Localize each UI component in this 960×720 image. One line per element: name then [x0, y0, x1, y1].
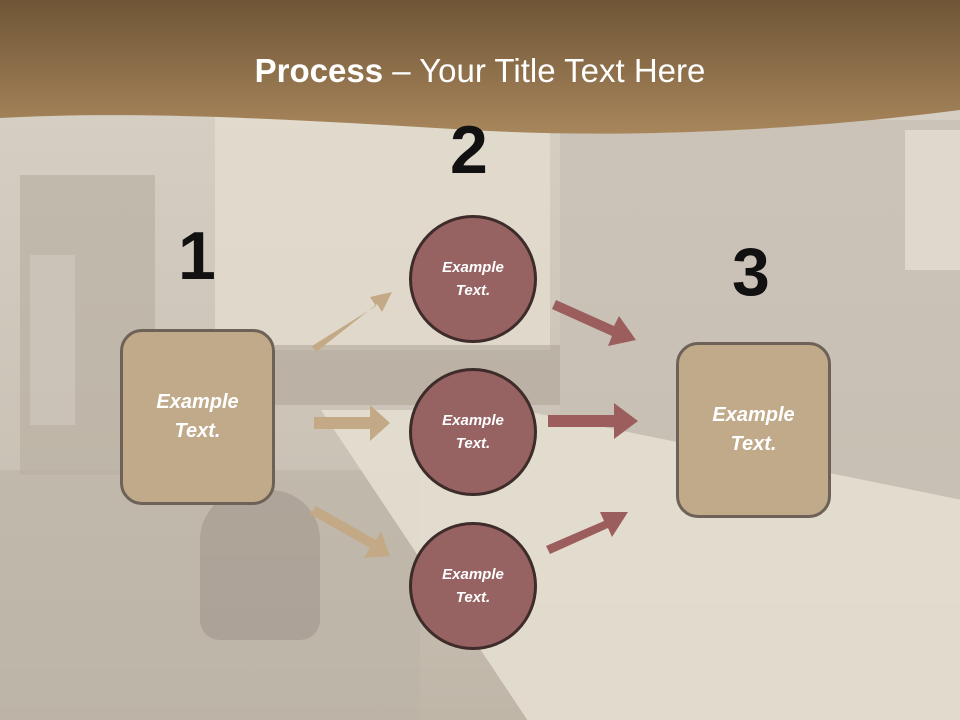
- left-box-text: Example Text.: [156, 391, 239, 442]
- arrow-to-circle-3: [310, 506, 390, 558]
- header-band: [0, 0, 960, 134]
- circle-2: Example Text.: [409, 368, 537, 496]
- left-box: Example Text.: [120, 329, 275, 505]
- arrow-from-circle-1: [552, 300, 636, 346]
- step-number-1: 1: [178, 218, 216, 294]
- background-whiteboard: [905, 130, 960, 270]
- circle-3: Example Text.: [409, 522, 537, 650]
- slide-title: Process – Your Title Text Here: [0, 52, 960, 90]
- step-number-3: 3: [732, 234, 770, 310]
- arrow-to-circle-2: [314, 405, 390, 441]
- right-box: Example Text.: [676, 342, 831, 518]
- title-rest: – Your Title Text Here: [383, 52, 706, 89]
- background-cabinet: [30, 255, 75, 425]
- background-chair: [200, 490, 320, 640]
- circle-1: Example Text.: [409, 215, 537, 343]
- step-number-2: 2: [450, 112, 488, 188]
- arrow-to-circle-1: [312, 292, 392, 352]
- title-bold: Process: [254, 52, 384, 89]
- arrow-from-circle-2: [548, 403, 638, 439]
- right-box-text: Example Text.: [712, 404, 795, 455]
- circle-3-text: Example Text.: [442, 566, 504, 606]
- circle-2-text: Example Text.: [442, 412, 504, 452]
- circle-1-text: Example Text.: [442, 259, 504, 299]
- arrow-from-circle-3: [546, 512, 628, 554]
- background-floor: [0, 470, 420, 720]
